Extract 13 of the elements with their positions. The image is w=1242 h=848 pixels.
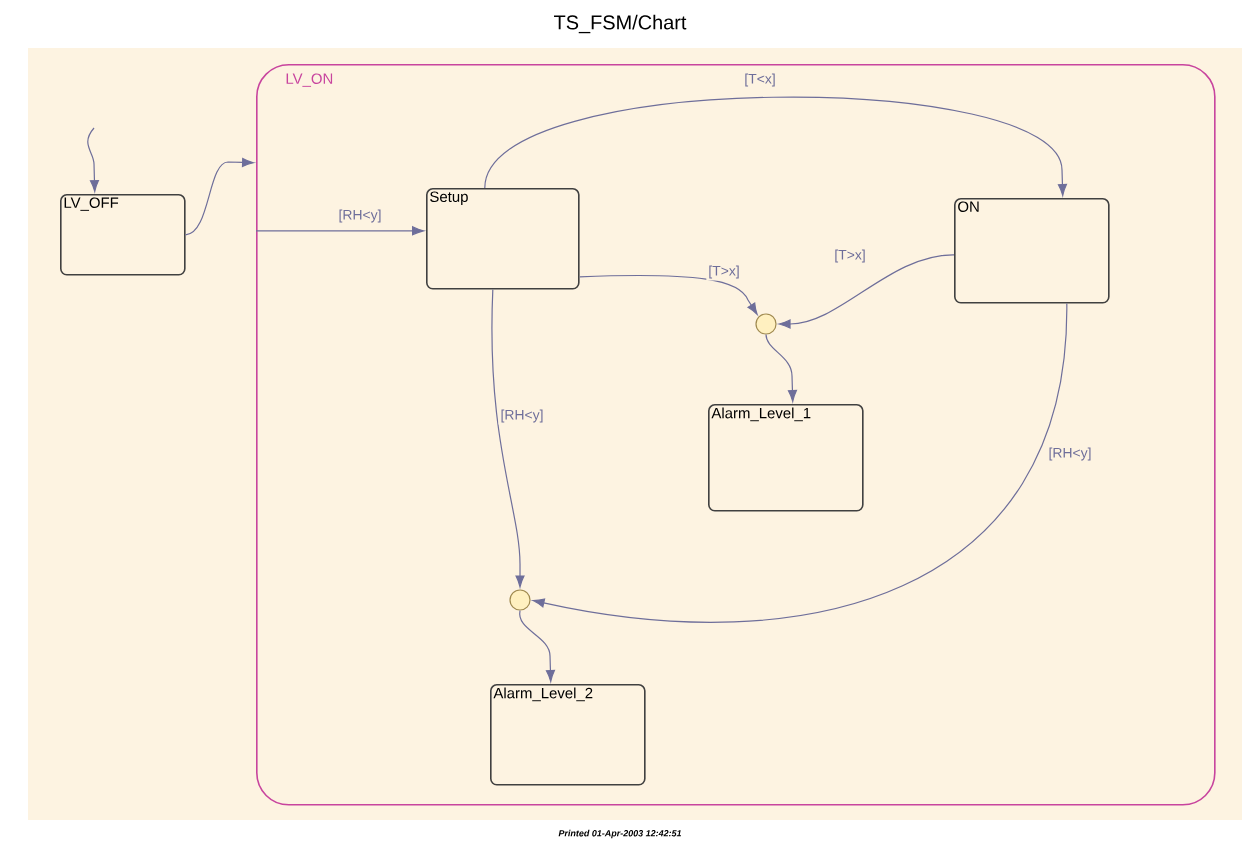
transition-arrow (778, 254, 955, 329)
transition-arrow (87, 127, 100, 192)
transition-arrow (765, 334, 797, 403)
transition-arrow (185, 157, 254, 236)
transition-arrow (491, 289, 525, 588)
junction-circle (509, 589, 531, 611)
transition-arrow (484, 96, 1067, 196)
transition-arrow (519, 610, 555, 682)
transition-arrow (255, 226, 425, 236)
junction-circle (755, 313, 777, 335)
transition-arrow (532, 303, 1068, 623)
transition-arrow (579, 274, 758, 315)
title: TS_FSM/Chart (554, 14, 687, 34)
